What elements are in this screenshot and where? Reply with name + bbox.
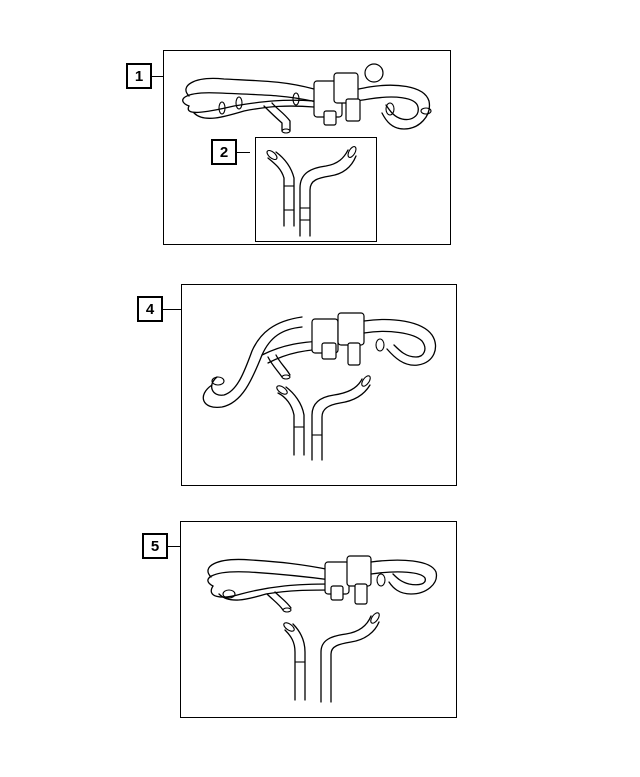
assembly-5-panel xyxy=(180,521,457,718)
assembly-2-inset xyxy=(255,137,377,242)
valve-bracket xyxy=(330,585,344,601)
callout-4: 4 xyxy=(137,296,163,322)
clamp-ring xyxy=(211,376,225,386)
hose-y-left-inner xyxy=(292,623,306,701)
drop-tube xyxy=(266,593,284,611)
hose-y-right-inner xyxy=(321,384,371,461)
hose-y-right-outer xyxy=(311,378,363,461)
drop-tube xyxy=(267,356,283,378)
valve-bracket xyxy=(354,583,368,605)
callout-1-leader xyxy=(152,76,163,77)
hose-lower-outer xyxy=(210,583,332,598)
tube-end xyxy=(281,374,291,380)
callout-5-leader xyxy=(168,546,180,547)
valve-bracket xyxy=(345,98,361,122)
hose-right-inner xyxy=(370,571,426,586)
tube-end xyxy=(283,622,295,632)
tube-end xyxy=(266,149,278,161)
clamp-ring xyxy=(218,101,226,115)
clamp-ring xyxy=(376,573,386,587)
clamp-ring xyxy=(375,338,385,352)
clamp-ring xyxy=(420,107,432,115)
callout-2-leader xyxy=(237,152,250,153)
callout-5: 5 xyxy=(142,533,168,559)
hose-lower-outer xyxy=(187,99,315,114)
hose-left-outer xyxy=(202,326,303,408)
tube-end xyxy=(370,612,380,624)
valve-bracket xyxy=(323,110,337,126)
hose-lower-inner xyxy=(193,105,315,119)
assembly-1-hose-drawing xyxy=(182,63,432,134)
hose-right-outer xyxy=(368,84,431,130)
hose-right-inner xyxy=(309,155,357,237)
assembly-2-hose-drawing xyxy=(266,146,357,237)
tube-end xyxy=(347,146,357,158)
tube-end xyxy=(276,385,288,395)
tube-end xyxy=(282,607,292,613)
valve-body xyxy=(346,555,372,587)
hose-right-outer xyxy=(299,149,349,237)
tube-end xyxy=(281,128,291,134)
drop-tube xyxy=(274,591,292,609)
hose-upper-outer xyxy=(207,558,332,578)
tube-end xyxy=(361,375,371,387)
drop-tube xyxy=(275,354,291,376)
hose-right-inner xyxy=(363,330,426,358)
hose-y-right-inner xyxy=(330,621,380,703)
hose-lower-inner xyxy=(218,589,332,601)
callout-4-leader xyxy=(163,309,181,310)
assembly-4-panel xyxy=(181,284,457,486)
drop-tube xyxy=(271,102,291,132)
valve-bracket xyxy=(347,342,361,366)
callout-2: 2 xyxy=(211,139,237,165)
assembly-1-panel: 2 xyxy=(163,50,451,245)
clamp-ring xyxy=(235,96,243,110)
valve-cap xyxy=(364,63,384,83)
drop-tube xyxy=(263,105,283,132)
hose-y-left-outer xyxy=(277,392,295,456)
valve-body xyxy=(337,312,365,346)
hose-y-left-inner xyxy=(285,386,305,456)
clamp-ring xyxy=(385,102,395,116)
hose-left-inner xyxy=(275,151,295,227)
hose-upper-inner xyxy=(207,571,332,587)
valve-bracket xyxy=(321,342,337,360)
hose-left-outer xyxy=(267,157,285,227)
assembly-4-hose-drawing xyxy=(202,312,437,461)
hose-right-outer xyxy=(370,559,438,595)
callout-1: 1 xyxy=(126,63,152,89)
assembly-5-hose-drawing xyxy=(207,555,438,703)
hose-left-inner xyxy=(211,316,303,396)
clamp-ring xyxy=(222,589,236,599)
hose-right-outer xyxy=(363,318,437,366)
hose-y-left-outer xyxy=(284,629,296,701)
hose-y-right-outer xyxy=(320,615,372,703)
clamp-ring xyxy=(292,92,300,106)
